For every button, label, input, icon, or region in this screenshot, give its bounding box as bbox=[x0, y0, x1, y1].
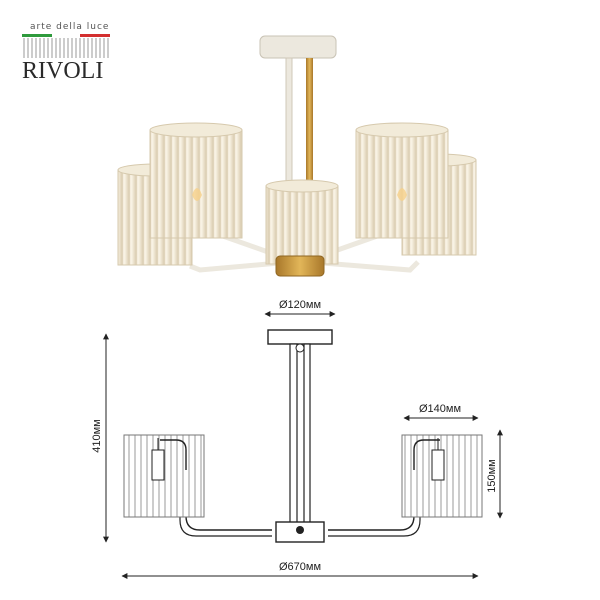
drawing-shade-left bbox=[123, 434, 205, 518]
dim-label-mount: Ø120мм bbox=[279, 299, 321, 311]
ceiling-cup bbox=[259, 35, 337, 59]
drawing-shade-right bbox=[401, 434, 483, 518]
logo-bars-icon bbox=[22, 34, 110, 58]
lamp-shade-front-left bbox=[149, 122, 243, 239]
drawing-rod-left bbox=[289, 343, 298, 525]
drawing-ceiling-cup bbox=[267, 329, 333, 345]
drawing-rod-right bbox=[303, 343, 311, 525]
brand-logo: arte della luce RIVOLI bbox=[22, 22, 117, 84]
brand-tagline: arte della luce bbox=[30, 22, 110, 32]
dimension-drawing: Ø120мм Ø140мм 410мм 150мм Ø670мм bbox=[91, 299, 503, 579]
dim-label-total: Ø670мм bbox=[279, 561, 321, 573]
product-illustration bbox=[117, 35, 477, 277]
lamp-shade-center bbox=[265, 179, 339, 265]
dim-label-shade: Ø140мм bbox=[419, 403, 461, 415]
lamp-arm-left bbox=[189, 259, 291, 273]
lamp-arm-right bbox=[309, 259, 420, 273]
lamp-shade-front-right bbox=[355, 122, 449, 239]
dim-label-height: 410мм bbox=[91, 419, 103, 452]
brass-rod bbox=[306, 58, 313, 263]
dim-label-shade-height: 150мм bbox=[486, 459, 498, 492]
brass-hub bbox=[275, 255, 325, 277]
brand-name: RIVOLI bbox=[22, 58, 104, 84]
